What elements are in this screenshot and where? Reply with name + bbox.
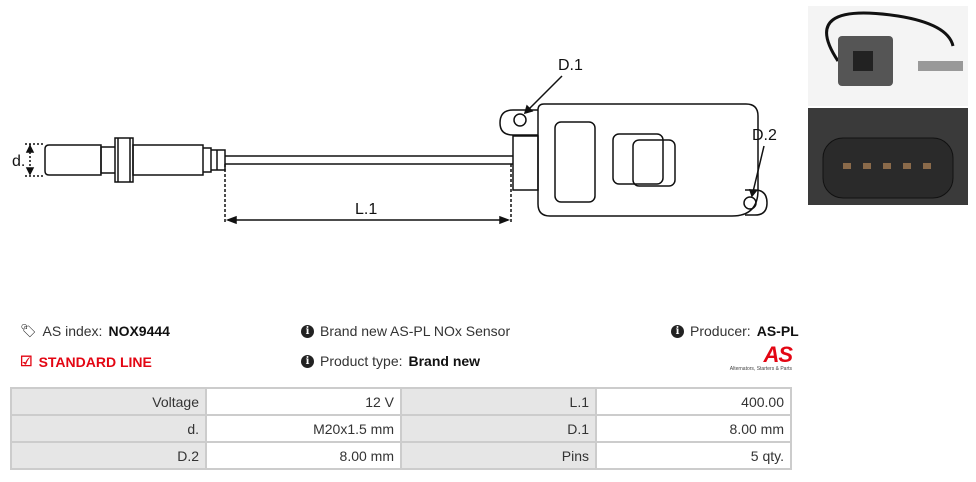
info-icon: i — [671, 324, 684, 338]
label-d1: D.1 — [558, 57, 583, 74]
spec-label: d. — [10, 414, 207, 443]
spec-value: 400.00 — [595, 387, 792, 416]
spec-value: 12 V — [205, 387, 402, 416]
label-d: d. — [12, 153, 25, 170]
product-type-label: Product type: — [320, 353, 403, 369]
product-type: i Product type: Brand new — [301, 353, 480, 369]
spec-value: M20x1.5 mm — [205, 414, 402, 443]
product-photo — [808, 6, 968, 106]
table-row: Voltage 12 V L.1 400.00 — [10, 387, 792, 416]
description-text: Brand new AS-PL NOx Sensor — [320, 323, 511, 339]
spec-label: Voltage — [10, 387, 207, 416]
as-index-label: AS index: — [42, 323, 103, 339]
as-pl-logo: AS Alternators, Starters & Parts — [714, 342, 793, 373]
producer-value: AS-PL — [756, 323, 799, 339]
label-d2: D.2 — [752, 127, 777, 144]
description: i Brand new AS-PL NOx Sensor — [301, 323, 510, 339]
spec-value: 8.00 mm — [205, 441, 402, 470]
standard-line-label: STANDARD LINE — [38, 353, 152, 370]
as-index-value: NOX9444 — [108, 323, 170, 339]
spec-label: L.1 — [400, 387, 597, 416]
check-square-icon: ☑ — [20, 353, 33, 369]
spec-value: 8.00 mm — [595, 414, 792, 443]
info-icon: i — [301, 324, 314, 338]
standard-line: ☑ STANDARD LINE — [20, 353, 152, 370]
spec-value: 5 qty. — [595, 441, 792, 470]
label-l1: L.1 — [355, 201, 377, 218]
producer-label: Producer: — [690, 323, 751, 339]
producer: i Producer: AS-PL — [671, 323, 799, 339]
as-index: 🏷 AS index: NOX9444 — [20, 323, 170, 339]
info-icon: i — [301, 354, 314, 368]
logo-tagline: Alternators, Starters & Parts — [729, 366, 792, 372]
table-row: d. M20x1.5 mm D.1 8.00 mm — [10, 414, 792, 443]
table-row: D.2 8.00 mm Pins 5 qty. — [10, 441, 792, 470]
tags-icon: 🏷 — [20, 323, 37, 338]
connector-photo — [808, 108, 968, 205]
logo-text: AS — [763, 342, 793, 367]
spec-label: Pins — [400, 441, 597, 470]
technical-drawing: d. L.1 D.1 D.2 — [12, 57, 777, 225]
specs-table: Voltage 12 V L.1 400.00 d. M20x1.5 mm D.… — [10, 387, 792, 470]
product-type-value: Brand new — [408, 353, 481, 369]
spec-label: D.2 — [10, 441, 207, 470]
spec-label: D.1 — [400, 414, 597, 443]
